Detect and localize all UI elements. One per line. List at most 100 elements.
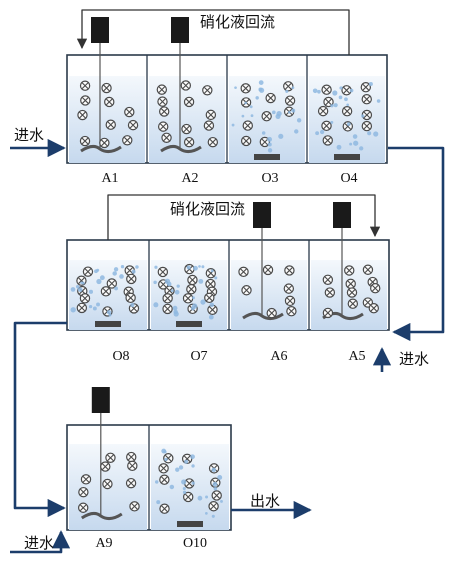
carrier-media [82, 266, 94, 277]
tank-wall [66, 239, 390, 331]
carrier-media [283, 81, 294, 92]
carrier-media [157, 96, 168, 107]
air-bubble [376, 99, 381, 103]
carrier-media [286, 305, 297, 317]
air-bubble [330, 120, 334, 124]
carrier-media [124, 106, 135, 118]
carrier-media [78, 502, 89, 513]
carrier-media [127, 460, 138, 472]
carrier-media [284, 265, 295, 276]
carrier-media [322, 307, 334, 319]
air-bubble [153, 302, 159, 308]
carrier-media [122, 135, 133, 146]
mixer-motor [253, 202, 271, 228]
carrier-media [208, 501, 219, 512]
carrier-media [161, 132, 172, 143]
air-bubble [291, 86, 295, 90]
compartment-label-o3: O3 [261, 171, 279, 186]
carrier-media [346, 287, 358, 298]
air-bubble [344, 97, 348, 102]
air-bubble [339, 86, 343, 90]
air-bubble [190, 454, 195, 460]
carrier-media [204, 292, 215, 304]
air-bubble [319, 129, 325, 135]
air-bubble [172, 305, 178, 311]
air-bubble [198, 278, 204, 284]
air-bubble [106, 310, 112, 315]
carrier-media [362, 264, 374, 275]
carrier-media [125, 292, 136, 304]
mixer-motor [333, 202, 351, 228]
air-bubble [250, 114, 254, 118]
aerator-diffuser [177, 521, 203, 527]
carrier-media [156, 84, 168, 95]
carrier-media [127, 119, 139, 131]
transfer-pipe-row2-row3 [13, 321, 67, 518]
carrier-media [157, 266, 169, 278]
air-bubble [373, 131, 379, 137]
air-bubble [114, 286, 119, 291]
air-bubble [174, 289, 180, 295]
air-bubble [191, 296, 195, 300]
mixer-motor [91, 17, 109, 43]
carrier-media [76, 302, 88, 314]
air-bubble [200, 299, 206, 305]
mixer-motor [91, 387, 110, 413]
carrier-media [79, 293, 91, 304]
air-bubble [220, 499, 223, 503]
carrier-media [159, 503, 170, 514]
row1-tank [66, 54, 388, 164]
compartment-label-a5: A5 [348, 349, 366, 364]
air-bubble [113, 267, 119, 272]
compartment-label-a6: A6 [270, 349, 288, 364]
aerator-diffuser [176, 321, 202, 327]
carrier-media [323, 96, 334, 108]
air-bubble [154, 265, 158, 269]
air-bubble [88, 304, 93, 309]
carrier-media [211, 490, 222, 501]
air-bubble [99, 275, 105, 281]
air-bubble [178, 465, 184, 470]
air-bubble [317, 89, 321, 94]
carrier-media [100, 461, 111, 472]
compartment-label-o4: O4 [340, 171, 358, 186]
air-bubble [205, 512, 208, 515]
air-bubble [169, 484, 175, 490]
carrier-media [341, 106, 353, 117]
air-bubble [120, 265, 125, 269]
air-bubble [359, 146, 364, 151]
air-bubble [197, 495, 203, 501]
carrier-media [317, 105, 329, 117]
air-bubble [205, 495, 209, 499]
air-bubble [166, 281, 172, 287]
carrier-media [182, 293, 194, 304]
carrier-media [159, 474, 170, 485]
air-bubble [153, 280, 157, 285]
mixer-blade [80, 511, 123, 521]
air-bubble [173, 311, 179, 317]
carrier-media [183, 136, 195, 148]
air-bubble [353, 140, 359, 146]
air-bubble [191, 481, 195, 485]
air-bubble [276, 110, 282, 117]
air-bubble [249, 105, 253, 109]
carrier-media [100, 286, 112, 297]
air-bubble [96, 278, 102, 285]
carrier-media [126, 451, 137, 463]
air-bubble [156, 500, 161, 505]
air-bubble [291, 108, 296, 113]
air-bubble [96, 302, 100, 307]
carrier-media [240, 135, 252, 147]
air-bubble [285, 89, 289, 93]
carrier-media [321, 120, 332, 132]
air-bubble [352, 134, 358, 139]
compartment-label-a9: A9 [95, 536, 113, 551]
inflow-label-row3: 进水 [24, 536, 55, 552]
carrier-media [186, 284, 197, 295]
carrier-media [162, 303, 173, 315]
carrier-media [101, 82, 112, 94]
carrier-media [283, 283, 295, 294]
air-bubble [217, 474, 223, 480]
carrier-media [126, 273, 137, 285]
